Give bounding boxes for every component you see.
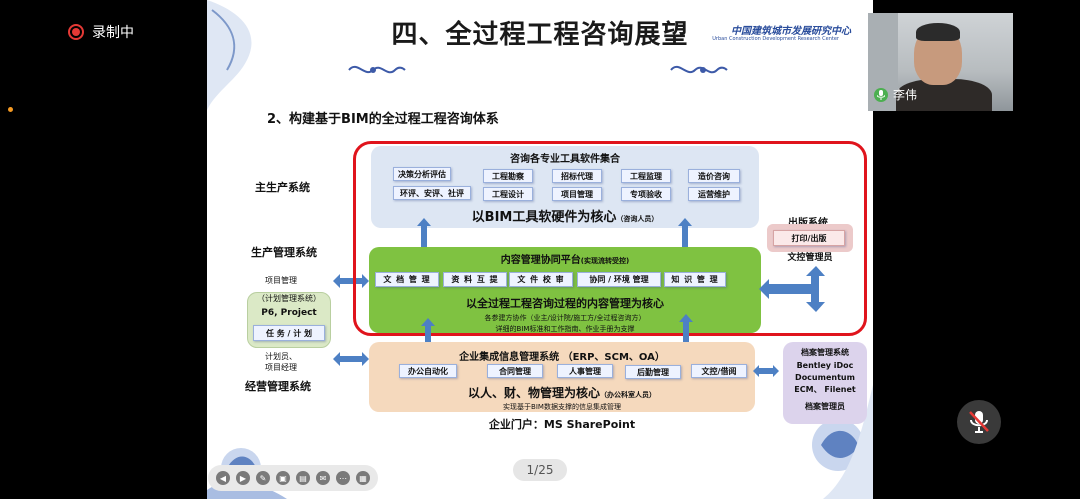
blue-porcelain-decoration-icon	[207, 0, 252, 110]
double-arrow-icon	[417, 218, 431, 256]
tool-item: 决策分析评估	[393, 167, 451, 181]
screenshot-icon[interactable]: ▣	[276, 471, 290, 485]
label-main-production: 主生产系统	[255, 181, 310, 194]
enterprise-item: 人事管理	[557, 364, 613, 378]
archive-box	[783, 342, 867, 424]
core-red-frame	[353, 141, 867, 336]
print-publish-pill: 打印/出版	[773, 230, 845, 246]
platform-core: 以全过程工程咨询过程的内容管理为核心	[466, 297, 664, 310]
elbow-arrow-icon	[759, 266, 825, 312]
tool-item: 工程监理	[621, 169, 671, 183]
double-arrow-icon	[679, 314, 693, 362]
label-pm: 项目经理	[265, 363, 297, 372]
double-arrow-icon	[753, 365, 779, 377]
archive-role: 档案管理员	[805, 402, 845, 411]
recording-indicator[interactable]: 录制中	[68, 22, 134, 42]
enterprise-portal: 企业门户：MS SharePoint	[488, 418, 636, 431]
publish-role: 文控管理员	[787, 253, 833, 263]
notification-dot	[8, 107, 13, 112]
platform-note-2: 详细的BIM标准和工作指南、作业手册为支撑	[495, 325, 635, 333]
platform-item: 文 件 校 审	[509, 272, 573, 287]
scroll-ornament-icon	[670, 65, 728, 74]
record-icon	[68, 24, 84, 40]
enterprise-core-text: 以人、财、物管理为核心	[467, 386, 600, 400]
label-project-mgmt: 项目管理	[265, 276, 297, 285]
tool-box-title: 咨询各专业工具软件集合	[510, 154, 620, 165]
publish-title: 出版系统	[788, 214, 828, 229]
task-plan-pill: 任 务 / 计 划	[253, 325, 325, 341]
recording-label: 录制中	[92, 25, 134, 41]
tool-item: 造价咨询	[688, 169, 740, 183]
archive-line: Documentum	[795, 373, 855, 382]
page-indicator: 1/25	[513, 459, 567, 481]
next-icon[interactable]: ▶	[236, 471, 250, 485]
tool-item: 环评、安评、社评	[393, 186, 471, 200]
platform-title-text: 内容管理协同平台	[500, 255, 581, 266]
prev-icon[interactable]: ◀	[216, 471, 230, 485]
platform-item: 协同 / 环境 管理	[577, 272, 661, 287]
enterprise-item: 办公自动化	[399, 364, 457, 378]
tool-box-core-note: （咨询人员）	[616, 215, 659, 223]
slide-subtitle: 2、构建基于BIM的全过程工程咨询体系	[267, 112, 499, 127]
slide-title: 四、全过程工程咨询展望	[391, 20, 689, 50]
more-icon[interactable]: ⋯	[336, 471, 350, 485]
enterprise-item: 合同管理	[487, 364, 543, 378]
mic-on-icon	[874, 87, 888, 102]
double-arrow-icon	[333, 352, 369, 366]
participant-name-tag: 李伟	[874, 86, 917, 103]
label-p6: P6, Project	[261, 308, 317, 318]
participant-video[interactable]: 李伟	[868, 13, 1013, 111]
center-logo-subtext: Urban Construction Development Research …	[712, 36, 839, 42]
archive-line: Bentley iDoc	[796, 361, 854, 370]
double-arrow-icon	[421, 318, 435, 362]
tool-box-core: 以BIM工具软硬件为核心（咨询人员）	[371, 206, 759, 225]
platform-item: 资 料 互 提	[443, 272, 507, 287]
label-plan-mgmt: （计划管理系统）	[257, 294, 321, 303]
tool-item: 专项验收	[621, 187, 671, 201]
pen-icon[interactable]: ✎	[256, 471, 270, 485]
enterprise-title: 企业集成信息管理系统 （ERP、SCM、OA）	[459, 352, 665, 363]
participant-hair	[916, 23, 960, 41]
enterprise-core: 以人、财、物管理为核心（办公科室人员）	[369, 384, 755, 401]
label-planners: 计划员、	[265, 352, 297, 361]
content-mgmt-platform-box	[369, 247, 761, 333]
tool-item: 招标代理	[552, 169, 602, 183]
archive-line: ECM、 Filenet	[794, 385, 856, 394]
double-arrow-icon	[678, 218, 692, 256]
platform-title-note: (实现流转受控)	[580, 257, 630, 265]
archive-title: 档案管理系统	[801, 348, 849, 357]
center-logo: 中国建筑城市发展研究中心	[731, 26, 851, 37]
tool-item: 工程设计	[483, 187, 533, 201]
annotation-toolbar: ◀ ▶ ✎ ▣ ▤ ✉ ⋯ ▦	[208, 465, 378, 491]
double-arrow-icon	[333, 274, 369, 288]
gallery-icon[interactable]: ▤	[296, 471, 310, 485]
mute-microphone-button[interactable]	[957, 400, 1001, 444]
tool-box-core-text: 以BIM工具软硬件为核心	[471, 210, 617, 225]
platform-item: 知 识 管 理	[664, 272, 726, 287]
enterprise-item: 后勤管理	[625, 365, 681, 379]
enterprise-core-note: （办公科室人员）	[600, 391, 656, 399]
platform-note-1: 各参建方协作（业主/设计院/施工方/全过程咨询方）	[484, 314, 646, 322]
platform-item: 文 档 管 理	[375, 272, 439, 287]
scroll-ornament-icon	[348, 65, 406, 74]
label-operations: 经营管理系统	[245, 380, 311, 393]
mic-muted-icon	[969, 411, 989, 433]
enterprise-note: 实现基于BIM数据支撑的信息集成管理	[503, 403, 621, 411]
shared-slide: 四、全过程工程咨询展望 中国建筑城市发展研究中心 Urban Construct…	[207, 0, 873, 499]
tool-item: 项目管理	[552, 187, 602, 201]
platform-title: 内容管理协同平台(实现流转受控)	[369, 251, 761, 266]
label-production-mgmt: 生产管理系统	[251, 246, 317, 259]
chat-icon[interactable]: ✉	[316, 471, 330, 485]
tool-item: 工程勘察	[483, 169, 533, 183]
grid-icon[interactable]: ▦	[356, 471, 370, 485]
tool-item: 运营维护	[688, 187, 740, 201]
participant-name: 李伟	[893, 88, 918, 102]
doc-borrow-pill: 文控/借阅	[691, 364, 747, 378]
blue-porcelain-decoration-icon	[812, 385, 873, 499]
